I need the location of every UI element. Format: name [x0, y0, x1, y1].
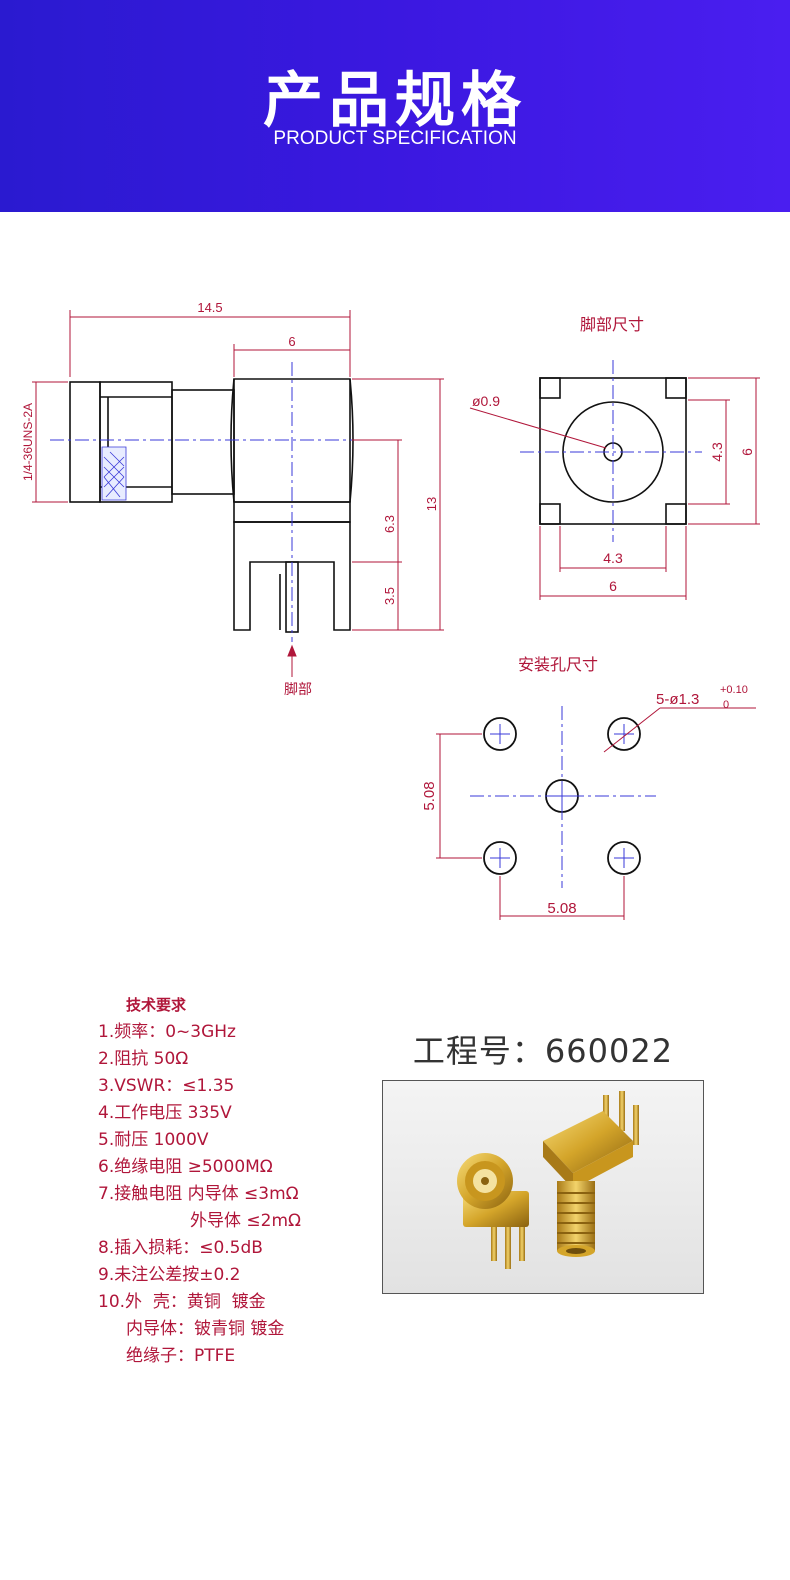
hole-tol-upper: +0.10	[720, 684, 748, 696]
pin-label: 脚部	[284, 681, 312, 697]
side-view-hatch	[101, 446, 127, 501]
hole-dimensions	[436, 707, 756, 920]
hole-centerlines	[470, 706, 656, 888]
spec-item: 8.插入损耗：≤0.5dB	[98, 1238, 263, 1258]
spec-item: 内导体：铍青铜 镀金	[126, 1319, 285, 1339]
spec-item: 6.绝缘电阻 ≥5000MΩ	[98, 1157, 273, 1177]
page-title: 产品规格	[263, 66, 527, 136]
side-centerlines	[50, 362, 402, 642]
specs-heading: 技术要求	[126, 996, 187, 1014]
side-dimensions	[32, 310, 444, 677]
side-view	[69, 378, 354, 633]
foot-centerlines	[520, 360, 702, 542]
spec-item: 4.工作电压 335V	[98, 1103, 232, 1123]
dim-height: 13	[424, 497, 439, 511]
foot-dim-inner-v: 4.3	[709, 442, 725, 462]
spec-item: 5.耐压 1000V	[98, 1130, 209, 1150]
side-dimension-labels: 14.5 6 13 6.3 3.5 1/4-36UNS-2A 脚部	[21, 300, 439, 697]
holes-title: 安装孔尺寸	[518, 656, 598, 674]
spec-item: 3.VSWR：≤1.35	[98, 1076, 235, 1096]
dim-total: 14.5	[197, 300, 222, 315]
dim-top: 6	[288, 334, 295, 349]
foot-labels: 脚部尺寸 ø0.9 4.3 6 4.3 6	[472, 316, 755, 594]
hole-pitch-v: 5.08	[421, 781, 438, 810]
spec-item: 外导体 ≤2mΩ	[190, 1211, 302, 1231]
foot-title: 脚部尺寸	[580, 316, 644, 334]
foot-diameter: ø0.9	[472, 393, 500, 409]
hole-pitch-h: 5.08	[547, 900, 576, 917]
connector-front	[457, 1153, 529, 1269]
connector-angled	[543, 1091, 639, 1257]
hole-tol-lower: 0	[723, 699, 729, 711]
hole-labels: 安装孔尺寸 5-ø1.3 +0.10 0 5.08 5.08	[421, 656, 748, 917]
foot-dimensions	[469, 377, 760, 600]
page-subtitle: PRODUCT SPECIFICATION	[273, 128, 517, 149]
spec-item: 9.未注公差按±0.2	[98, 1265, 241, 1285]
header-banner: 产品规格 PRODUCT SPECIFICATION	[0, 0, 790, 212]
spec-item: 绝缘子：PTFE	[126, 1346, 236, 1366]
spec-item: 1.频率：0~3GHz	[98, 1022, 236, 1042]
foot-view	[539, 377, 687, 525]
part-number: 工程号：660022	[412, 1032, 674, 1070]
spec-item: 7.接触电阻 内导体 ≤3mΩ	[98, 1184, 299, 1204]
spec-item: 2.阻抗 50Ω	[98, 1049, 189, 1069]
connector-photo-illustration	[457, 1091, 639, 1269]
dim-pin: 3.5	[382, 587, 397, 605]
thread-label: 1/4-36UNS-2A	[21, 403, 35, 481]
technical-requirements: 技术要求 1.频率：0~3GHz 2.阻抗 50Ω 3.VSWR：≤1.35 4…	[98, 992, 398, 1370]
foot-dim-outer-h: 6	[609, 578, 617, 594]
technical-drawing: 14.5 6 13 6.3 3.5 1/4-36UNS-2A 脚部	[21, 300, 760, 920]
dim-mid: 6.3	[382, 515, 397, 533]
foot-dim-inner-h: 4.3	[603, 550, 623, 566]
foot-dim-outer-v: 6	[739, 448, 755, 456]
hole-spec: 5-ø1.3	[656, 691, 699, 708]
product-photo	[382, 1080, 704, 1294]
spec-item: 10.外 壳：黄铜 镀金	[98, 1292, 266, 1312]
